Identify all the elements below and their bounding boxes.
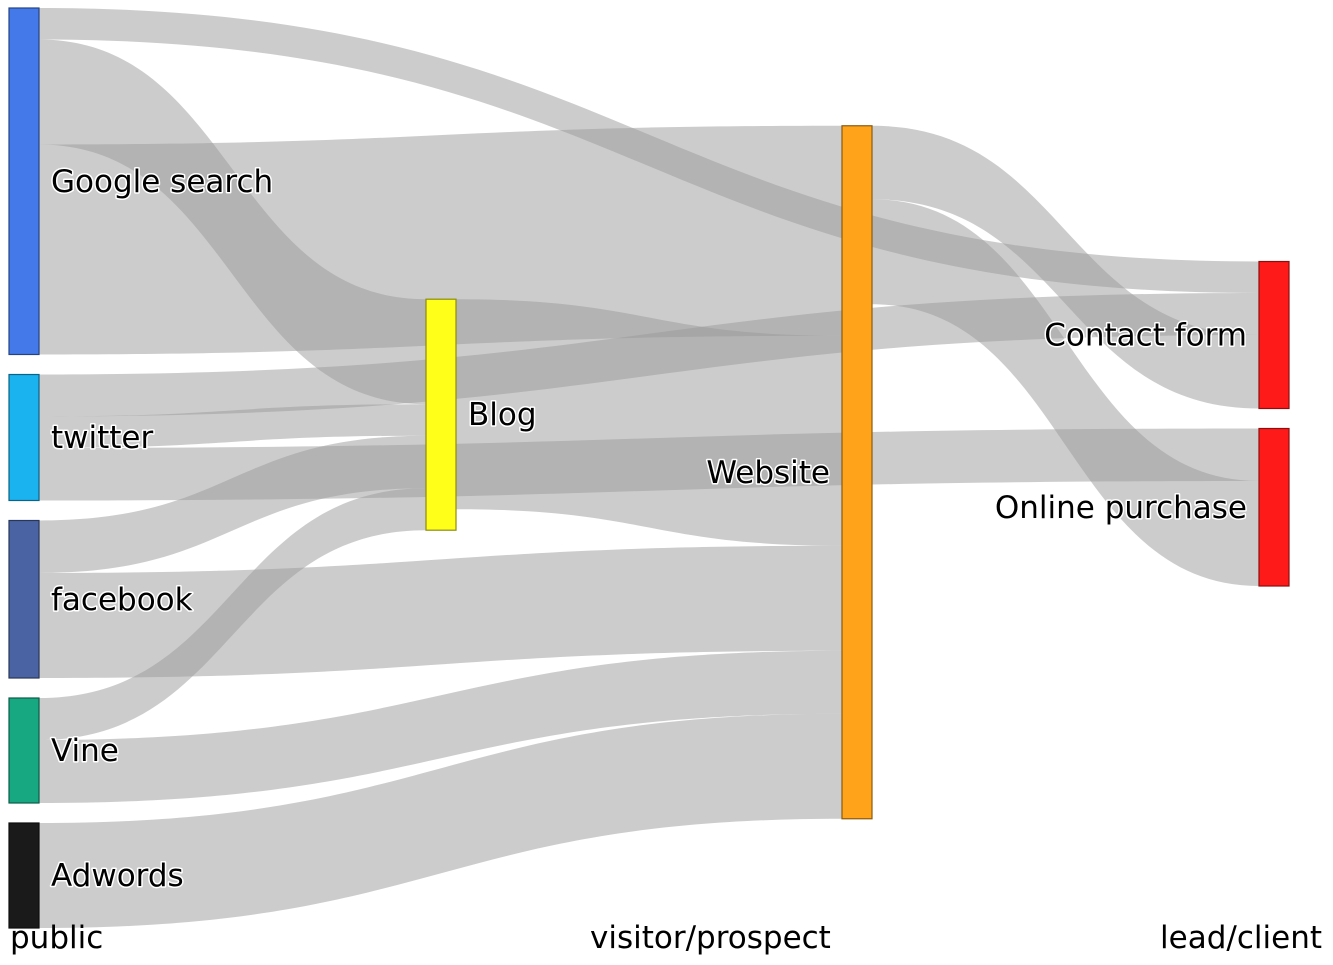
node-label-facebook: facebook bbox=[51, 582, 193, 618]
link-google-to-blog bbox=[39, 39, 426, 405]
node-label-google: Google search bbox=[51, 164, 273, 200]
node-twitter[interactable] bbox=[8, 373, 40, 502]
node-blog[interactable] bbox=[425, 298, 457, 531]
node-label-purchase: Online purchase bbox=[995, 490, 1247, 526]
node-adwords[interactable] bbox=[8, 822, 40, 929]
link-blog-to-website bbox=[456, 299, 842, 546]
node-purchase[interactable] bbox=[1258, 427, 1290, 587]
stage-labels-group: public visitor/prospect lead/client bbox=[10, 920, 1322, 956]
stage-label-lead-client: lead/client bbox=[1160, 920, 1322, 956]
node-vine[interactable] bbox=[8, 697, 40, 804]
node-label-blog: Blog bbox=[468, 397, 537, 433]
link-twitter-to-blog bbox=[39, 404, 426, 448]
node-google[interactable] bbox=[8, 7, 40, 356]
link-google-to-contact bbox=[39, 8, 1259, 294]
link-facebook-to-website bbox=[39, 545, 842, 678]
node-facebook[interactable] bbox=[8, 519, 40, 679]
nodes-group bbox=[8, 7, 1290, 929]
link-vine-to-blog bbox=[39, 488, 426, 740]
link-website-to-contact bbox=[872, 125, 1259, 409]
node-label-twitter: twitter bbox=[51, 420, 154, 456]
node-label-vine: Vine bbox=[51, 733, 119, 769]
stage-label-visitor-prospect: visitor/prospect bbox=[590, 920, 831, 956]
node-label-adwords: Adwords bbox=[51, 858, 184, 894]
link-vine-to-website bbox=[39, 650, 842, 803]
link-adwords-to-website bbox=[39, 713, 842, 928]
node-contact[interactable] bbox=[1258, 260, 1290, 410]
node-label-website: Website bbox=[706, 455, 830, 491]
node-website[interactable] bbox=[841, 125, 873, 820]
stage-label-public: public bbox=[10, 920, 103, 956]
links-group bbox=[39, 8, 1259, 928]
link-website-to-purchase bbox=[872, 199, 1259, 587]
link-facebook-to-blog bbox=[39, 435, 426, 573]
node-label-contact: Contact form bbox=[1044, 318, 1247, 354]
